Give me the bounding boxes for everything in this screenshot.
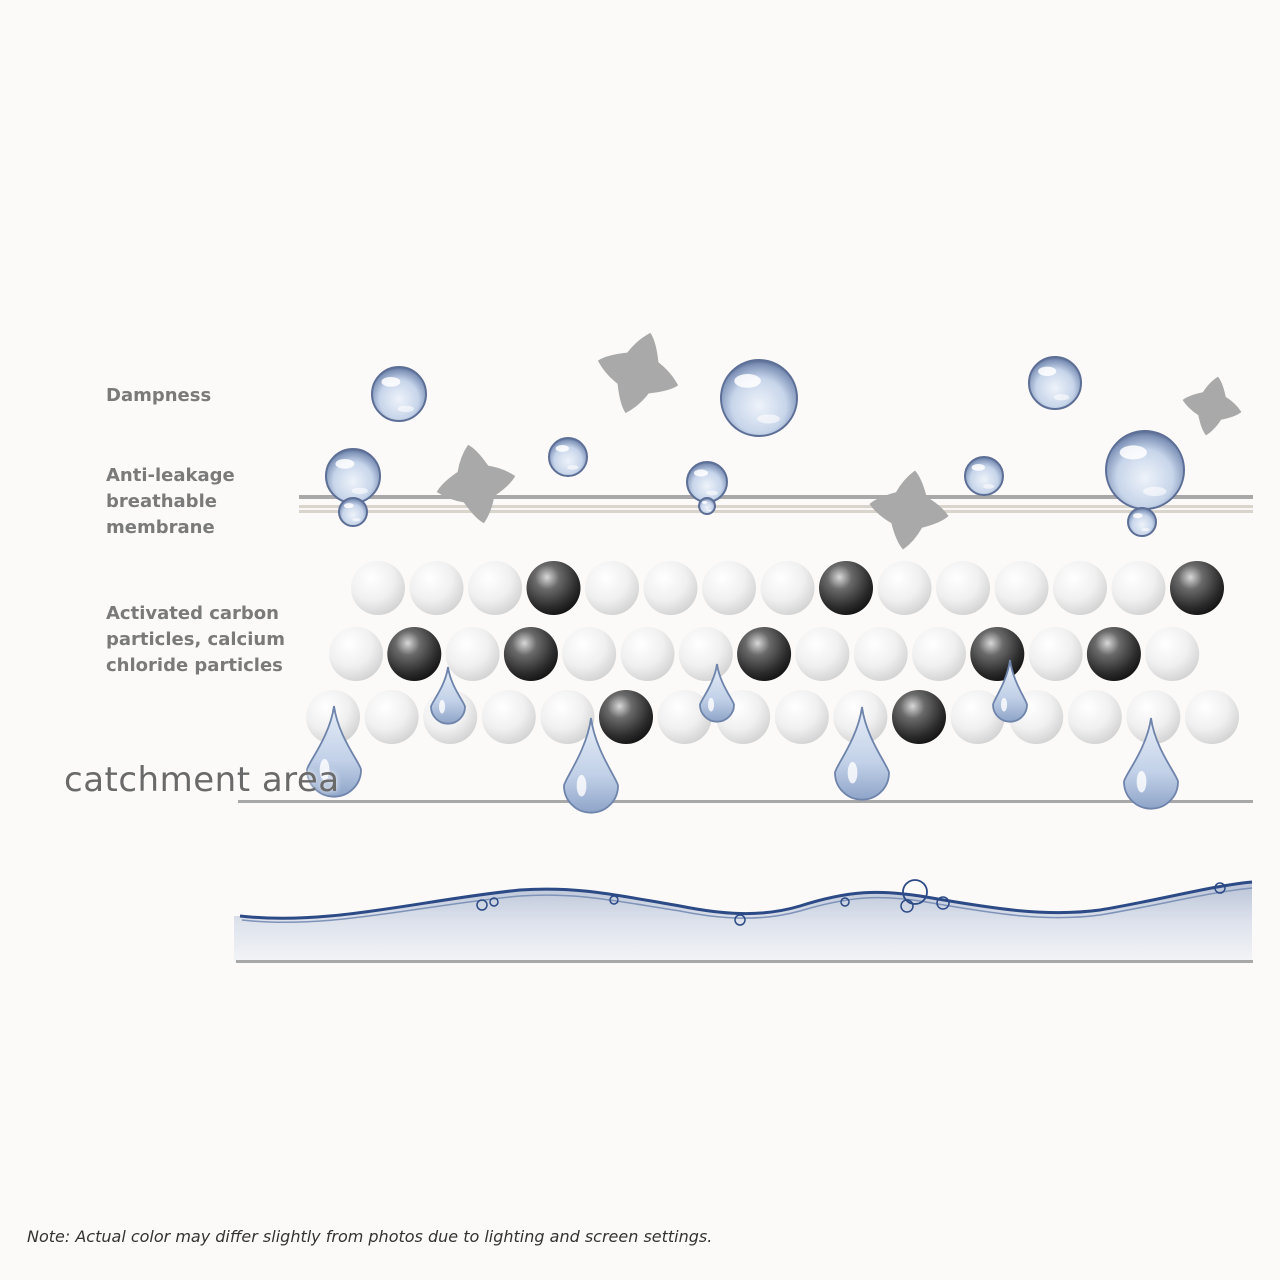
membrane-label-line-2: breathable — [106, 491, 217, 512]
water-droplet-icon — [548, 437, 588, 477]
calcium-particle-icon — [540, 690, 595, 744]
calcium-particle-icon — [1111, 561, 1166, 615]
carbon-particle-icon — [526, 561, 581, 615]
carbon-particle-icon — [387, 627, 442, 681]
odor-blob-icon — [436, 444, 516, 524]
membrane-label-line-1: Anti-leakage — [106, 465, 235, 486]
carbon-particle-icon — [503, 627, 558, 681]
calcium-particle-icon — [468, 561, 522, 615]
tear-drop-icon — [1123, 717, 1179, 810]
catchment-line — [238, 800, 1253, 803]
calcium-particle-icon — [409, 561, 464, 615]
calcium-particle-icon — [585, 561, 639, 615]
particles-label-line-2: particles, calcium — [106, 629, 285, 650]
tear-drop-icon — [563, 717, 619, 814]
odor-blob-icon — [869, 470, 949, 550]
calcium-particle-icon — [702, 561, 756, 615]
calcium-particle-icon — [364, 690, 419, 744]
calcium-particle-icon — [657, 690, 712, 744]
catchment-area-label: catchment area — [64, 760, 340, 800]
calcium-particle-icon — [643, 561, 698, 615]
calcium-particle-icon — [760, 561, 815, 615]
tear-drop-icon — [699, 663, 735, 723]
calcium-particle-icon — [877, 561, 932, 615]
carbon-particle-icon — [970, 627, 1025, 681]
calcium-particle-icon — [620, 627, 675, 681]
calcium-particle-icon — [1053, 561, 1107, 615]
calcium-particle-icon — [950, 690, 1005, 744]
tear-drop-icon — [992, 659, 1028, 723]
water-droplet-icon — [686, 461, 728, 503]
calcium-particle-icon — [562, 627, 617, 681]
carbon-particle-icon — [1086, 627, 1141, 681]
carbon-particle-icon — [819, 561, 873, 615]
water-droplet-icon — [1028, 356, 1082, 410]
calcium-particle-icon — [1185, 690, 1239, 744]
water-layer — [234, 879, 1253, 963]
water-wave-icon — [234, 882, 1252, 962]
calcium-particle-icon — [994, 561, 1049, 615]
tear-drop-icon — [306, 705, 362, 798]
color-disclaimer-note: Note: Actual color may differ slightly f… — [27, 1227, 713, 1246]
calcium-particle-icon — [678, 627, 733, 681]
moisture-bubbles — [325, 356, 1185, 537]
particles-label-line-3: chloride particles — [106, 655, 283, 676]
calcium-particle-icon — [853, 627, 908, 681]
water-droplet-icon — [1105, 430, 1185, 510]
carbon-particle-icon — [1170, 561, 1224, 615]
particles-label-line-1: Activated carbon — [106, 603, 279, 624]
dampness-label-text: Dampness — [106, 385, 212, 406]
particles-label: Activated carbon particles, calcium chlo… — [106, 601, 285, 679]
calcium-particle-icon — [1028, 627, 1083, 681]
water-droplet-icon — [338, 497, 368, 527]
calcium-particle-icon — [912, 627, 966, 681]
dampness-label: Dampness — [106, 383, 211, 409]
odor-blobs — [436, 332, 1242, 550]
membrane-label: Anti-leakage breathable membrane — [106, 463, 235, 541]
water-droplet-icon — [964, 456, 1004, 496]
calcium-particle-icon — [445, 627, 500, 681]
carbon-particle-icon — [892, 690, 946, 744]
tear-drop-icon — [430, 666, 466, 725]
tear-drop-icon — [834, 706, 890, 801]
calcium-particle-icon — [936, 561, 990, 615]
calcium-particle-icon — [329, 627, 383, 681]
carbon-particle-icon — [599, 690, 653, 744]
membrane-label-line-3: membrane — [106, 517, 215, 538]
calcium-particle-icon — [351, 561, 405, 615]
water-droplet-icon — [371, 366, 427, 422]
calcium-particle-icon — [774, 690, 829, 744]
calcium-particle-icon — [1067, 690, 1122, 744]
water-droplet-icon — [325, 448, 381, 504]
odor-blob-icon — [597, 332, 679, 414]
calcium-particle-icon — [481, 690, 536, 744]
water-droplet-icon — [1127, 507, 1157, 537]
water-droplet-icon — [698, 497, 716, 515]
odor-blob-icon — [1182, 376, 1242, 436]
water-droplet-icon — [720, 359, 798, 437]
carbon-particle-icon — [737, 627, 792, 681]
calcium-particle-icon — [1126, 690, 1181, 744]
breathable-membrane — [299, 495, 1253, 513]
calcium-particle-icon — [795, 627, 850, 681]
calcium-particle-icon — [1145, 627, 1200, 681]
water-drops — [306, 659, 1179, 814]
